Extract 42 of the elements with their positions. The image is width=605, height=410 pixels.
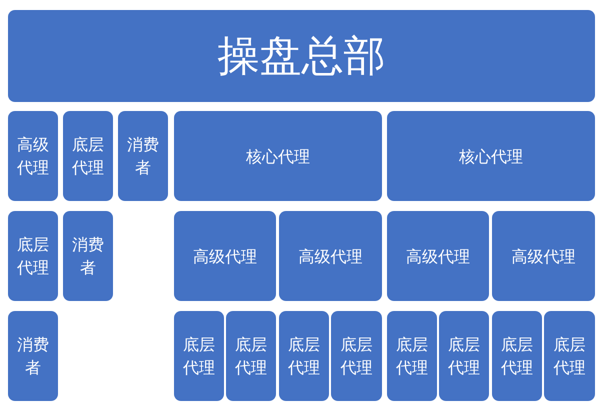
org-box xyxy=(544,311,595,401)
org-box xyxy=(174,311,224,401)
box-label: 核心代理 xyxy=(459,146,523,168)
box-label: 底层代理 xyxy=(16,234,50,279)
org-box xyxy=(492,211,595,301)
box-label: 高级代理 xyxy=(406,246,470,268)
box-label: 底层代理 xyxy=(395,334,429,379)
org-box xyxy=(8,10,595,102)
box-label: 底层代理 xyxy=(287,334,321,379)
box-label: 消费者 xyxy=(126,134,160,179)
org-box xyxy=(8,211,58,301)
org-box xyxy=(63,111,113,201)
org-box xyxy=(439,311,489,401)
org-box xyxy=(279,211,382,301)
org-box xyxy=(8,311,58,401)
org-box xyxy=(118,111,168,201)
box-label: 高级代理 xyxy=(193,246,257,268)
org-box xyxy=(387,111,595,201)
org-box xyxy=(8,111,58,201)
org-box xyxy=(492,311,542,401)
org-box xyxy=(331,311,382,401)
org-box xyxy=(387,311,437,401)
org-box xyxy=(174,211,276,301)
org-box xyxy=(174,111,382,201)
box-label: 底层代理 xyxy=(500,334,534,379)
box-label: 高级代理 xyxy=(16,134,50,179)
org-box xyxy=(226,311,276,401)
box-label: 高级代理 xyxy=(512,246,576,268)
box-label: 底层代理 xyxy=(340,334,374,379)
box-label: 操盘总部 xyxy=(218,31,386,81)
box-label: 底层代理 xyxy=(234,334,268,379)
org-box xyxy=(279,311,329,401)
box-label: 消费者 xyxy=(16,334,50,379)
org-box xyxy=(63,211,113,301)
box-label: 高级代理 xyxy=(298,246,362,268)
box-label: 核心代理 xyxy=(246,146,310,168)
box-label: 底层代理 xyxy=(447,334,481,379)
box-label: 底层代理 xyxy=(552,334,586,379)
box-label: 消费者 xyxy=(71,234,105,279)
box-label: 底层代理 xyxy=(182,334,216,379)
box-label: 底层代理 xyxy=(71,134,105,179)
org-box xyxy=(387,211,489,301)
